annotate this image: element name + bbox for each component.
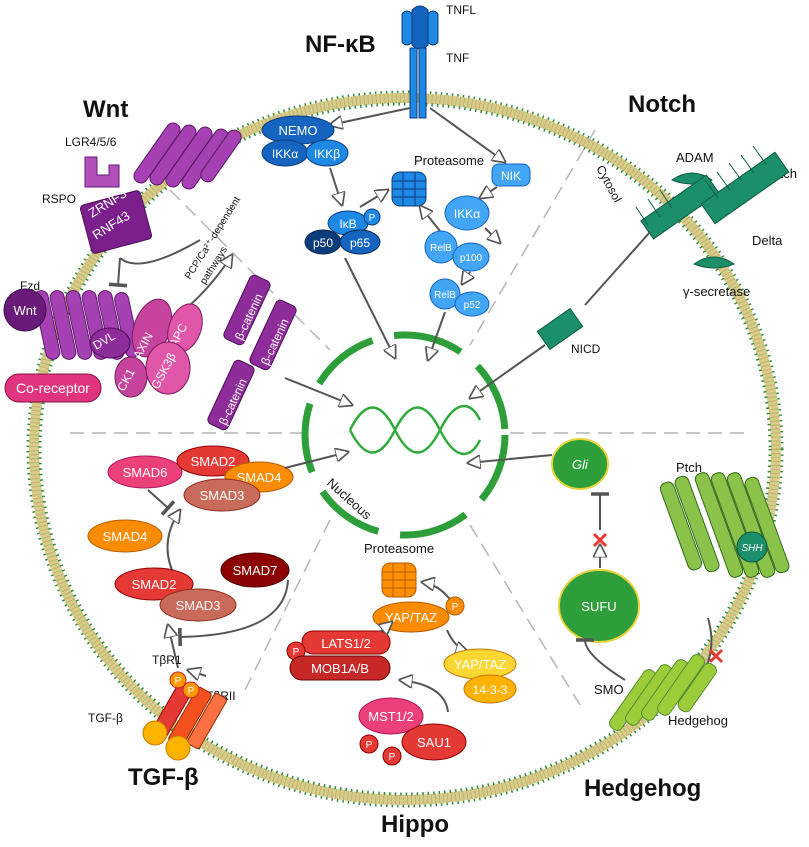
wnt-ligand: Wnt xyxy=(13,303,37,318)
ikka: IKKα xyxy=(272,147,298,161)
mst-phospho: P xyxy=(366,740,373,751)
ptch-receptor xyxy=(659,472,790,578)
cell-membrane xyxy=(26,90,784,808)
gli: Gli xyxy=(572,457,589,472)
lats: LATS1/2 xyxy=(321,636,371,651)
sau: SAU1 xyxy=(417,735,451,750)
nicd: NICD xyxy=(571,342,601,356)
p52: p52 xyxy=(464,300,481,311)
hippo-proteasome-label: Proteasome xyxy=(364,541,434,556)
nemo: NEMO xyxy=(279,123,318,138)
lgr-label: LGR4/5/6 xyxy=(65,135,117,149)
ptch-label: Ptch xyxy=(676,460,702,475)
relb-2: RelB xyxy=(434,290,456,301)
tgfb-p1: P xyxy=(175,676,182,687)
ikka-noncanonical: IKKα xyxy=(454,207,480,221)
gsecretase-label: γ-secretase xyxy=(683,284,750,299)
yaptaz-bound: YAP/TAZ xyxy=(454,657,506,672)
smad2-bottom: SMAD2 xyxy=(132,577,177,592)
smad4-top: SMAD4 xyxy=(237,470,282,485)
yaptaz-phospho: P xyxy=(452,602,459,613)
notch-stripes xyxy=(635,145,767,226)
notch-pathway: Cytosol ADAM Notch Delta γ-secretase NIC… xyxy=(470,145,797,398)
hippo-pathway: Proteasome YAP/TAZ P YAP/TAZ 14-3-3 LATS… xyxy=(286,541,517,766)
tgfb-pathway: SMAD6 SMAD2 SMAD4 SMAD3 SMAD4 SMAD2 SMAD… xyxy=(87,445,348,761)
hedgehog-ligand-label: Hedgehog xyxy=(668,713,728,728)
lats-phospho: P xyxy=(293,647,300,658)
delta-label: Delta xyxy=(752,233,783,248)
dna-icon xyxy=(348,404,482,456)
relb-1: RelB xyxy=(430,243,452,254)
title-notch: Notch xyxy=(628,91,696,118)
smo-label: SMO xyxy=(594,682,624,697)
nik: NIK xyxy=(501,169,521,183)
block-cross-icon-2 xyxy=(708,648,724,664)
p100: p100 xyxy=(460,253,483,264)
coreceptor: Co-receptor xyxy=(16,380,90,396)
smo-receptor xyxy=(609,654,717,731)
tnf-label: TNF xyxy=(446,51,469,65)
smad4-mid: SMAD4 xyxy=(103,529,148,544)
sau-phospho: P xyxy=(389,752,396,763)
tbr1-label: TβR1 xyxy=(152,653,182,667)
tgfb-p2: P xyxy=(188,686,195,697)
nfkb-pathway: TNFL TNF NEMO IKKα IKKβ Proteasome IκB P… xyxy=(261,3,531,360)
title-wnt: Wnt xyxy=(83,96,128,123)
cytosol-label: Cytosol xyxy=(593,163,624,205)
nfkb-proteasome-icon xyxy=(391,171,427,207)
smad3-top: SMAD3 xyxy=(200,488,245,503)
p50: p50 xyxy=(313,236,333,250)
tgfb-ligand-label: TGF-β xyxy=(88,711,123,725)
rspo-label: RSPO xyxy=(42,192,76,206)
smad2-top: SMAD2 xyxy=(191,454,236,469)
ikkb: IKKβ xyxy=(314,147,340,161)
wnt-pathway: LGR4/5/6 RSPO ZRNF3 RNF43 PCP/Ca²⁺-depen… xyxy=(3,122,352,431)
p1433: 14-3-3 xyxy=(473,683,508,697)
smad7: SMAD7 xyxy=(233,563,278,578)
adam-label: ADAM xyxy=(676,150,714,165)
mst: MST1/2 xyxy=(368,709,414,724)
mob: MOB1A/B xyxy=(311,661,369,676)
p65: p65 xyxy=(350,236,370,250)
section-dividers xyxy=(70,129,745,706)
title-hedgehog: Hedgehog xyxy=(584,775,701,802)
title-tgfb: TGF-β xyxy=(128,764,199,791)
shh: SHH xyxy=(741,543,763,554)
hedgehog-pathway: Gli SUFU Ptch SHH SMO xyxy=(468,438,790,731)
tnf-receptor xyxy=(401,5,439,119)
title-hippo: Hippo xyxy=(381,811,449,838)
lgr-receptor xyxy=(133,122,242,190)
tnfl-label: TNFL xyxy=(446,3,476,17)
notch-receptor xyxy=(640,151,790,240)
sufu: SUFU xyxy=(581,599,616,614)
nfkb-proteasome-label: Proteasome xyxy=(414,153,484,168)
block-cross-icon xyxy=(592,532,608,548)
yaptaz: YAP/TAZ xyxy=(385,610,437,625)
ikb-phospho: P xyxy=(369,213,376,224)
smad6: SMAD6 xyxy=(123,465,168,480)
smad3-bottom: SMAD3 xyxy=(176,598,221,613)
ikb: IκB xyxy=(339,217,356,231)
hippo-proteasome-icon xyxy=(381,562,417,598)
nucleus: Nucleous xyxy=(301,331,509,539)
title-nfkb: NF-κB xyxy=(305,31,376,58)
